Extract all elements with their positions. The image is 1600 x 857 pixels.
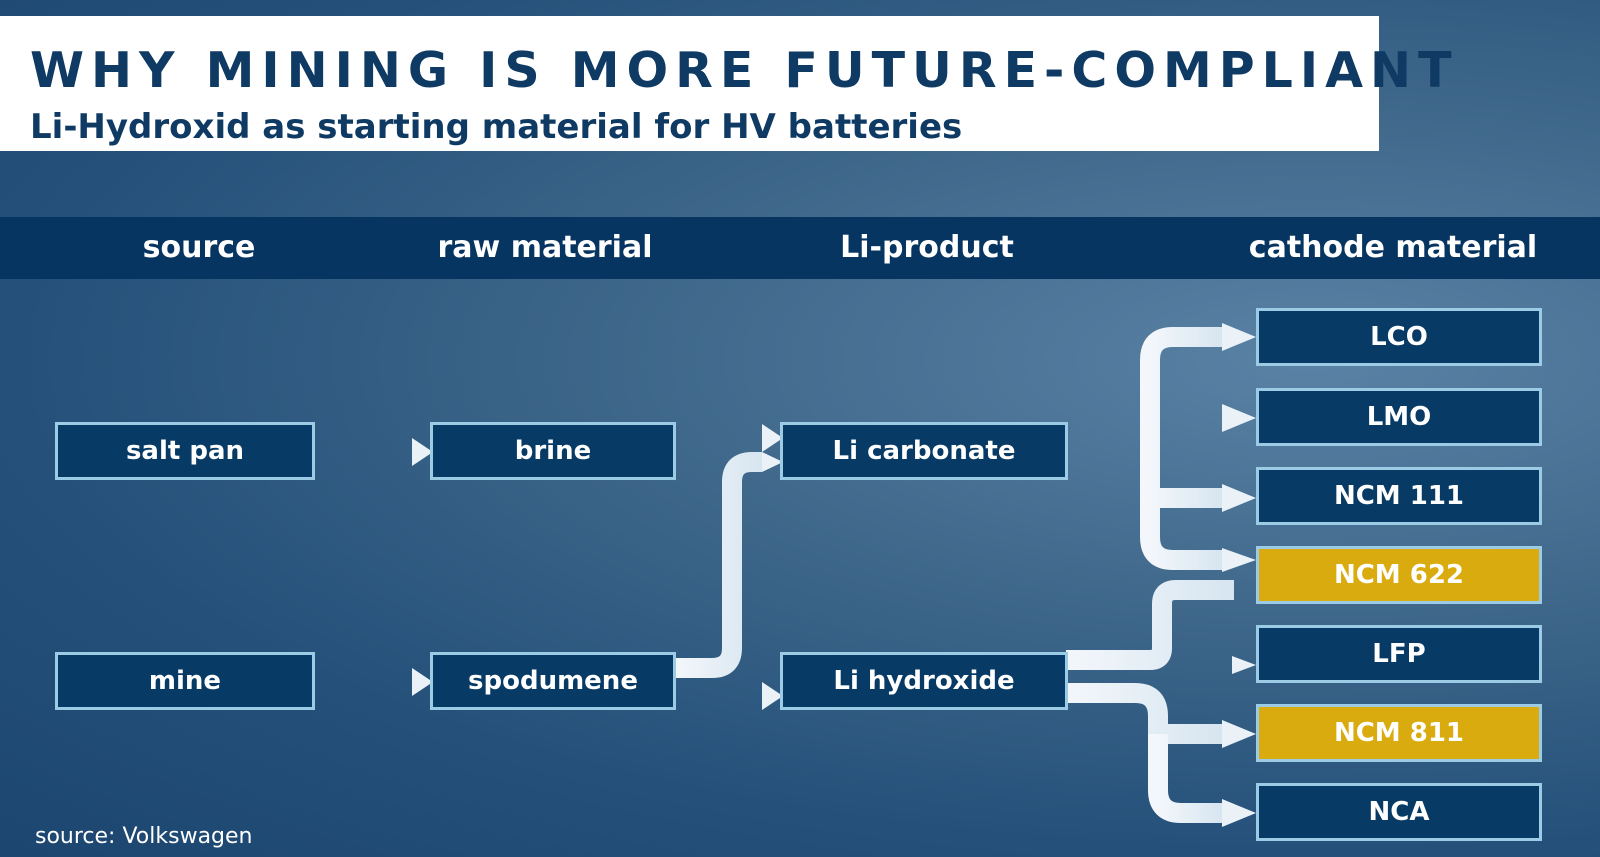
node-ncm111: NCM 111 (1256, 467, 1542, 525)
node-lmo: LMO (1256, 388, 1542, 446)
arrowhead-nca (1222, 799, 1256, 827)
flow-li-hydroxide-to-nca (1148, 734, 1222, 823)
arrowhead-lco (1222, 323, 1256, 351)
node-li-carbonate: Li carbonate (780, 422, 1068, 480)
node-brine: brine (430, 422, 676, 480)
title-box: WHY MINING IS MORE FUTURE-COMPLIANT Li-H… (0, 16, 1452, 151)
arrowhead-ncm111 (1222, 484, 1256, 512)
arrowhead-li-carbonate-bottom (762, 452, 783, 472)
node-salt-pan: salt pan (55, 422, 315, 480)
node-lco: LCO (1256, 308, 1542, 366)
flow-li-carbonate-to-ncm622 (1140, 498, 1222, 570)
node-li-hydroxide: Li hydroxide (780, 652, 1068, 710)
flow-li-hydroxide-to-ncm811 (1066, 683, 1222, 744)
node-lfp: LFP (1256, 625, 1542, 683)
column-header-band: source raw material Li-product cathode m… (0, 217, 1600, 279)
arrowhead-li-carbonate-top (762, 424, 783, 452)
flow-spodumene-to-li-carbonate (674, 452, 762, 678)
node-spodumene: spodumene (430, 652, 676, 710)
flow-li-hydroxide-to-ncm622 (1066, 580, 1234, 670)
page-subtitle: Li-Hydroxid as starting material for HV … (30, 107, 963, 147)
flow-li-carbonate-to-ncm111 (1140, 451, 1222, 508)
node-ncm811: NCM 811 (1256, 704, 1542, 762)
node-mine: mine (55, 652, 315, 710)
column-header-li-product: Li-product (840, 230, 1014, 265)
column-header-raw-material: raw material (437, 230, 653, 265)
source-note: source: Volkswagen (35, 824, 253, 849)
node-ncm622: NCM 622 (1256, 546, 1542, 604)
arrowhead-lfp (1232, 656, 1256, 674)
arrowhead-brine (412, 438, 433, 466)
arrowhead-spodumene (412, 668, 433, 696)
arrowhead-ncm622-upper (1222, 548, 1256, 572)
arrowhead-li-hydroxide (762, 682, 783, 710)
page-title: WHY MINING IS MORE FUTURE-COMPLIANT (30, 42, 1459, 99)
column-header-cathode-material: cathode material (1248, 230, 1538, 265)
arrowhead-ncm811 (1222, 720, 1256, 748)
arrowhead-lmo (1222, 404, 1256, 432)
flow-li-carbonate-to-lco (1140, 327, 1222, 451)
column-header-source: source (142, 230, 256, 265)
node-nca: NCA (1256, 783, 1542, 841)
